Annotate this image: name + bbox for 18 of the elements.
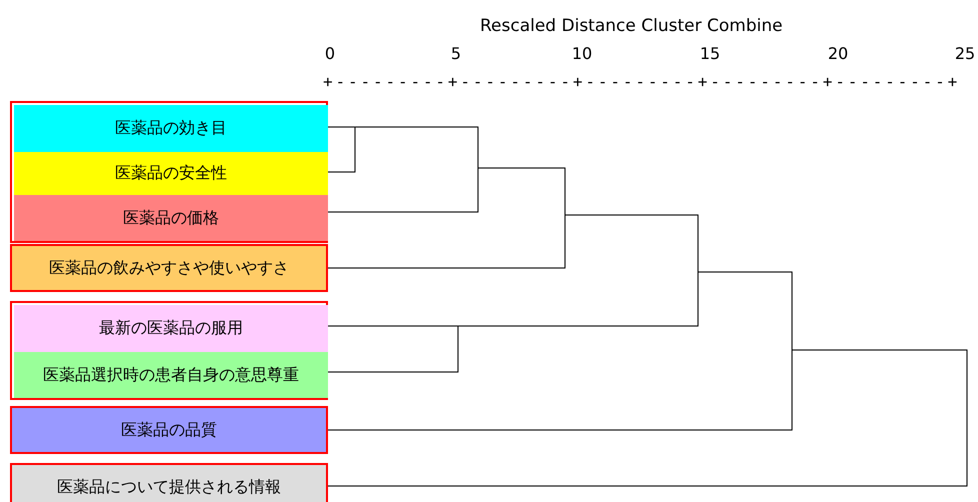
item-box: 最新の医薬品の服用 bbox=[14, 305, 328, 352]
item-box: 医薬品の効き目 bbox=[14, 105, 328, 152]
item-box: 医薬品の飲みやすさや使いやすさ bbox=[10, 244, 328, 292]
tick-label: 0 bbox=[324, 44, 336, 63]
item-box: 医薬品の品質 bbox=[10, 406, 328, 454]
axis-title: Rescaled Distance Cluster Combine bbox=[480, 16, 783, 36]
item-box: 医薬品の価格 bbox=[14, 195, 328, 241]
group-box bbox=[10, 101, 328, 243]
tick-label: 10 bbox=[572, 44, 592, 63]
axis-ruler: +---------+---------+---------+---------+---------+ bbox=[323, 72, 960, 91]
tick-label: 25 bbox=[954, 44, 976, 63]
group-box bbox=[10, 301, 328, 400]
tick-label: 20 bbox=[828, 44, 848, 63]
item-box: 医薬品について提供される情報 bbox=[10, 463, 328, 502]
tick-label: 5 bbox=[450, 44, 462, 63]
item-box: 医薬品の安全性 bbox=[14, 152, 328, 195]
tick-label: 15 bbox=[700, 44, 720, 63]
item-box: 医薬品選択時の患者自身の意思尊重 bbox=[14, 352, 328, 398]
